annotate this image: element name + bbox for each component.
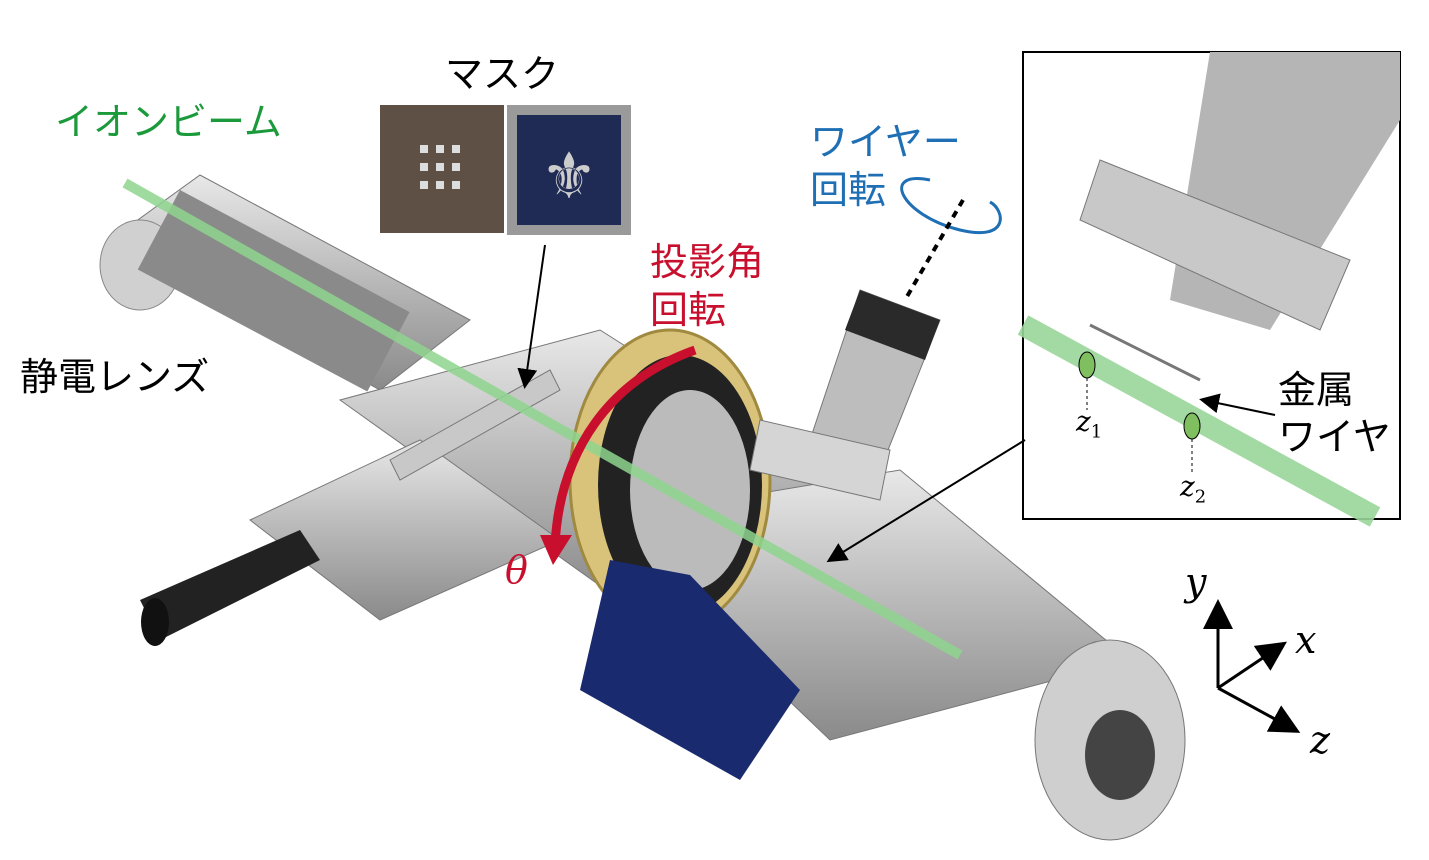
mask-label: マスク xyxy=(445,52,560,96)
metal-wire-label-2: ワイヤ xyxy=(1278,415,1391,459)
projection-rotation-label-2: 回転 xyxy=(650,288,727,332)
mask-holder xyxy=(389,369,561,481)
svg-text:⚜: ⚜ xyxy=(540,140,597,214)
projection-rotation-label-1: 投影角 xyxy=(650,240,765,284)
z1-label: z1 xyxy=(1076,405,1103,443)
inset-panel xyxy=(1017,51,1401,527)
metal-wire-label-1: 金属 xyxy=(1278,368,1355,412)
wire-rotation-label-1: ワイヤー xyxy=(810,120,961,164)
wire-rotation-label-2: 回転 xyxy=(810,168,887,212)
manipulator-rod xyxy=(140,530,320,646)
projection-rotation-arrow xyxy=(550,345,697,546)
theta-label: θ xyxy=(505,548,528,592)
ion-beam-line xyxy=(122,178,963,660)
electrostatic-lens-label: 静電レンズ xyxy=(20,355,210,399)
axis-x-label: x xyxy=(1295,618,1317,662)
detector-box xyxy=(580,560,800,780)
mask-photos: ⚜ xyxy=(380,105,631,235)
mask-pointer xyxy=(517,244,546,389)
axis-y-label: y xyxy=(1185,560,1207,604)
rotation-axis-dashed xyxy=(903,198,965,302)
inset-pointer xyxy=(826,439,1026,563)
wire-rotation-arrow xyxy=(900,177,1002,235)
axis-z-label: z xyxy=(1310,718,1331,762)
ion-beam-label: イオンビーム xyxy=(55,100,282,144)
coordinate-axes xyxy=(1203,599,1301,733)
wire-rotator xyxy=(749,289,941,501)
z2-label: z2 xyxy=(1180,470,1207,508)
